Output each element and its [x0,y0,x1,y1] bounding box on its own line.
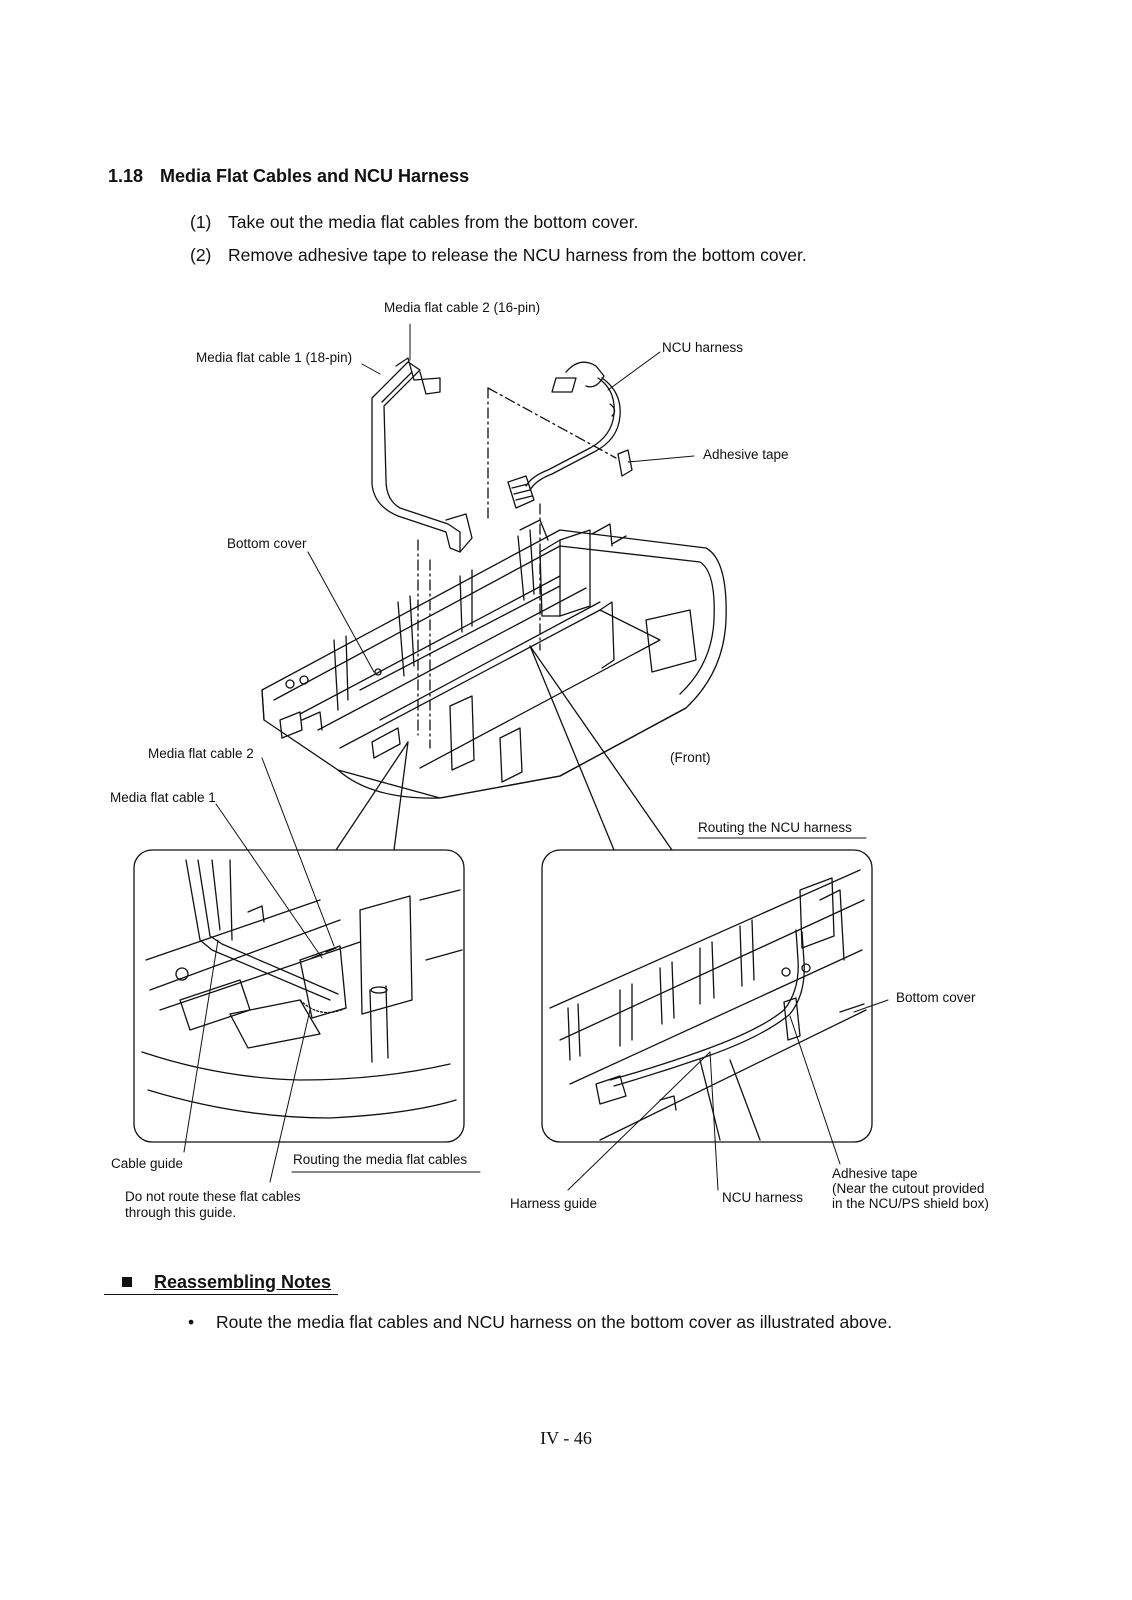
label-near-cutout-1: (Near the cutout provided [832,1181,984,1196]
section-title: Media Flat Cables and NCU Harness [160,166,470,186]
media-cable-routing-panel [133,849,465,1143]
label-media-flat-cable-1: Media flat cable 1 [110,790,216,805]
bullet-text: Route the media flat cables and NCU harn… [216,1312,893,1332]
section-heading: 1.18 Media Flat Cables and NCU Harness [108,166,469,187]
heading-underline [104,1294,338,1295]
step-2: (2) Remove adhesive tape to release the N… [190,245,807,266]
bottom-cover-drawing [261,519,727,799]
label-routing-ncu: Routing the NCU harness [698,820,852,835]
label-routing-media: Routing the media flat cables [293,1152,467,1167]
label-ncu-harness-bottom: NCU harness [722,1190,803,1205]
ncu-harness-routing-panel [541,849,873,1143]
label-adhesive-tape-bottom: Adhesive tape [832,1166,918,1181]
step-text: Take out the media flat cables from the … [228,212,639,232]
label-bottom-cover-top: Bottom cover [227,536,307,551]
section-number: 1.18 [108,166,144,186]
label-bottom-cover-right: Bottom cover [896,990,976,1005]
reassembling-notes-title: Reassembling Notes [154,1272,332,1292]
label-do-not-route-2: through this guide. [125,1205,236,1220]
step-number: (1) [190,212,212,232]
page-number: IV - 46 [540,1428,592,1448]
label-mfc2-16pin: Media flat cable 2 (16-pin) [384,300,540,315]
step-1: (1) Take out the media flat cables from t… [190,212,639,233]
media-flat-cable-drawing [371,357,473,553]
square-bullet-icon [122,1277,132,1288]
label-do-not-route-1: Do not route these flat cables [125,1189,301,1204]
label-media-flat-cable-2: Media flat cable 2 [148,746,254,761]
alignment-lines [417,387,617,749]
bullet-icon: • [188,1312,195,1332]
reassembling-bullet: • Route the media flat cables and NCU har… [188,1312,892,1333]
step-number: (2) [190,245,212,265]
label-cable-guide: Cable guide [111,1156,183,1171]
step-text: Remove adhesive tape to release the NCU … [228,245,807,265]
label-ncu-harness-top: NCU harness [662,340,743,355]
label-leaders [183,323,889,1191]
reassembling-notes-heading: Reassembling Notes [104,1272,331,1293]
label-adhesive-tape-top: Adhesive tape [703,447,789,462]
ncu-harness-drawing [507,361,633,509]
label-harness-guide: Harness guide [510,1196,597,1211]
label-mfc1-18pin: Media flat cable 1 (18-pin) [196,350,352,365]
label-front: (Front) [670,750,711,765]
zoom-leaders [335,645,673,851]
label-near-cutout-2: in the NCU/PS shield box) [832,1196,989,1211]
